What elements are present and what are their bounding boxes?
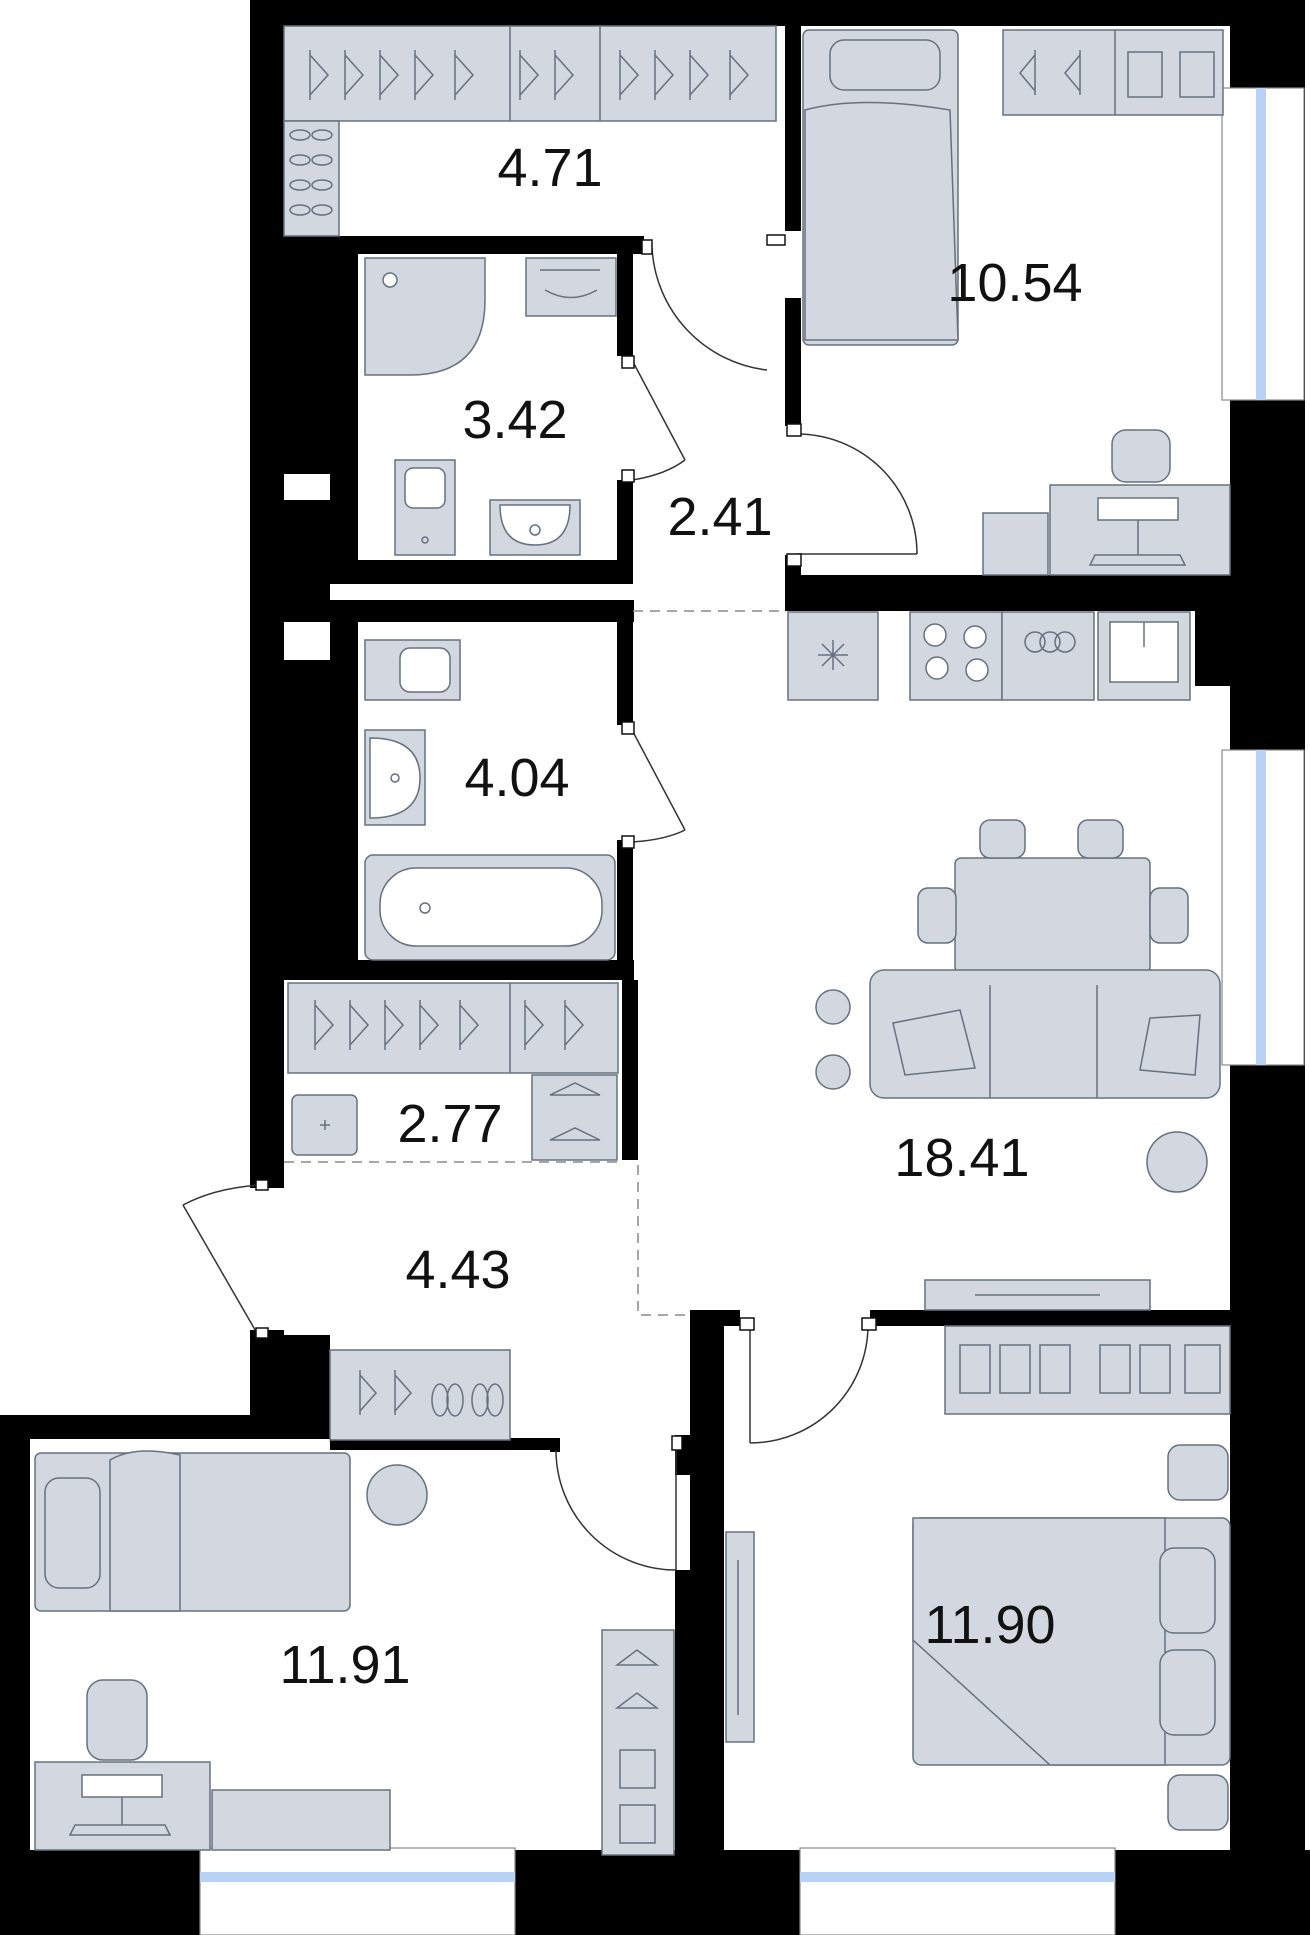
area-label-living-kitchen: 18.41	[894, 1128, 1029, 1188]
side-table	[1146, 1131, 1208, 1193]
dining-chair	[917, 887, 957, 944]
pillow	[44, 1477, 101, 1589]
cooktop	[909, 611, 1003, 701]
window-bedroom-bottom-right	[799, 1847, 1116, 1935]
tv-unit	[211, 1789, 391, 1851]
shoes-icon	[289, 129, 333, 216]
wardrobe-top-furniture	[283, 25, 777, 237]
cabinet	[982, 512, 1049, 576]
area-label-hallway-upper: 2.41	[667, 487, 772, 547]
living-furniture	[815, 819, 1221, 1311]
bedroom-bottom-left-furniture	[34, 1450, 675, 1856]
blanket	[109, 1450, 181, 1612]
nightstand	[1167, 1444, 1229, 1501]
dishwasher	[1001, 611, 1095, 701]
wardrobe-bedroom-top	[1002, 29, 1224, 116]
cushion	[892, 1009, 976, 1076]
area-label-bedroom-bottom-right: 11.90	[924, 1595, 1055, 1655]
entrance-furniture	[329, 1349, 511, 1441]
bathroom-tub-furniture	[364, 639, 616, 961]
nightstand	[1167, 1774, 1229, 1831]
dining-chair	[1149, 887, 1189, 944]
area-label-bathroom-shower: 3.42	[462, 390, 567, 450]
bedroom-top-furniture	[802, 29, 1231, 576]
area-label-wardrobe-top: 4.71	[497, 138, 602, 198]
lamp	[815, 989, 851, 1025]
chair	[86, 1679, 148, 1761]
area-label-bedroom-bottom-left: 11.91	[279, 1635, 410, 1695]
dining-chair	[1077, 819, 1124, 859]
wardrobe-right	[944, 1325, 1231, 1415]
area-label-storage: 2.77	[397, 1094, 502, 1154]
dining-table	[954, 857, 1151, 974]
area-label-bedroom-top-right: 10.54	[947, 253, 1082, 313]
area-labels: 4.71 10.54 3.42 2.41 4.04 2.77 18.41 4.4…	[279, 138, 1082, 1695]
pillow	[1159, 1547, 1216, 1634]
nightstand	[366, 1464, 428, 1526]
bedroom-bottom-right-furniture	[725, 1325, 1231, 1831]
storage-furniture	[287, 982, 619, 1161]
hanger-icon	[309, 50, 750, 100]
cushion	[1139, 1014, 1201, 1076]
zone-lines	[284, 610, 785, 1316]
wardrobe-left	[601, 1629, 675, 1856]
dining-chair	[979, 819, 1026, 859]
ottoman	[815, 1054, 851, 1090]
area-label-hallway-entrance: 4.43	[405, 1240, 510, 1300]
keyboard-icon	[81, 1774, 163, 1798]
chair	[1111, 429, 1171, 483]
blanket	[804, 101, 959, 341]
entrance-wardrobe	[329, 1349, 511, 1441]
blanket	[912, 1517, 1166, 1766]
shower-tray	[364, 257, 486, 376]
area-label-bathroom-tub: 4.04	[464, 748, 569, 808]
sink-cabinet	[525, 257, 617, 317]
pillow	[1159, 1649, 1216, 1736]
pillow	[829, 39, 941, 91]
doors	[182, 234, 918, 1571]
bathroom-shower-furniture	[364, 257, 617, 556]
keyboard-icon	[1097, 497, 1179, 521]
fridge	[787, 611, 879, 701]
window-bedroom-bottom-left	[199, 1847, 516, 1935]
tv-panel	[725, 1531, 755, 1743]
windows	[199, 87, 1305, 1935]
kitchen-furniture	[787, 611, 1191, 701]
